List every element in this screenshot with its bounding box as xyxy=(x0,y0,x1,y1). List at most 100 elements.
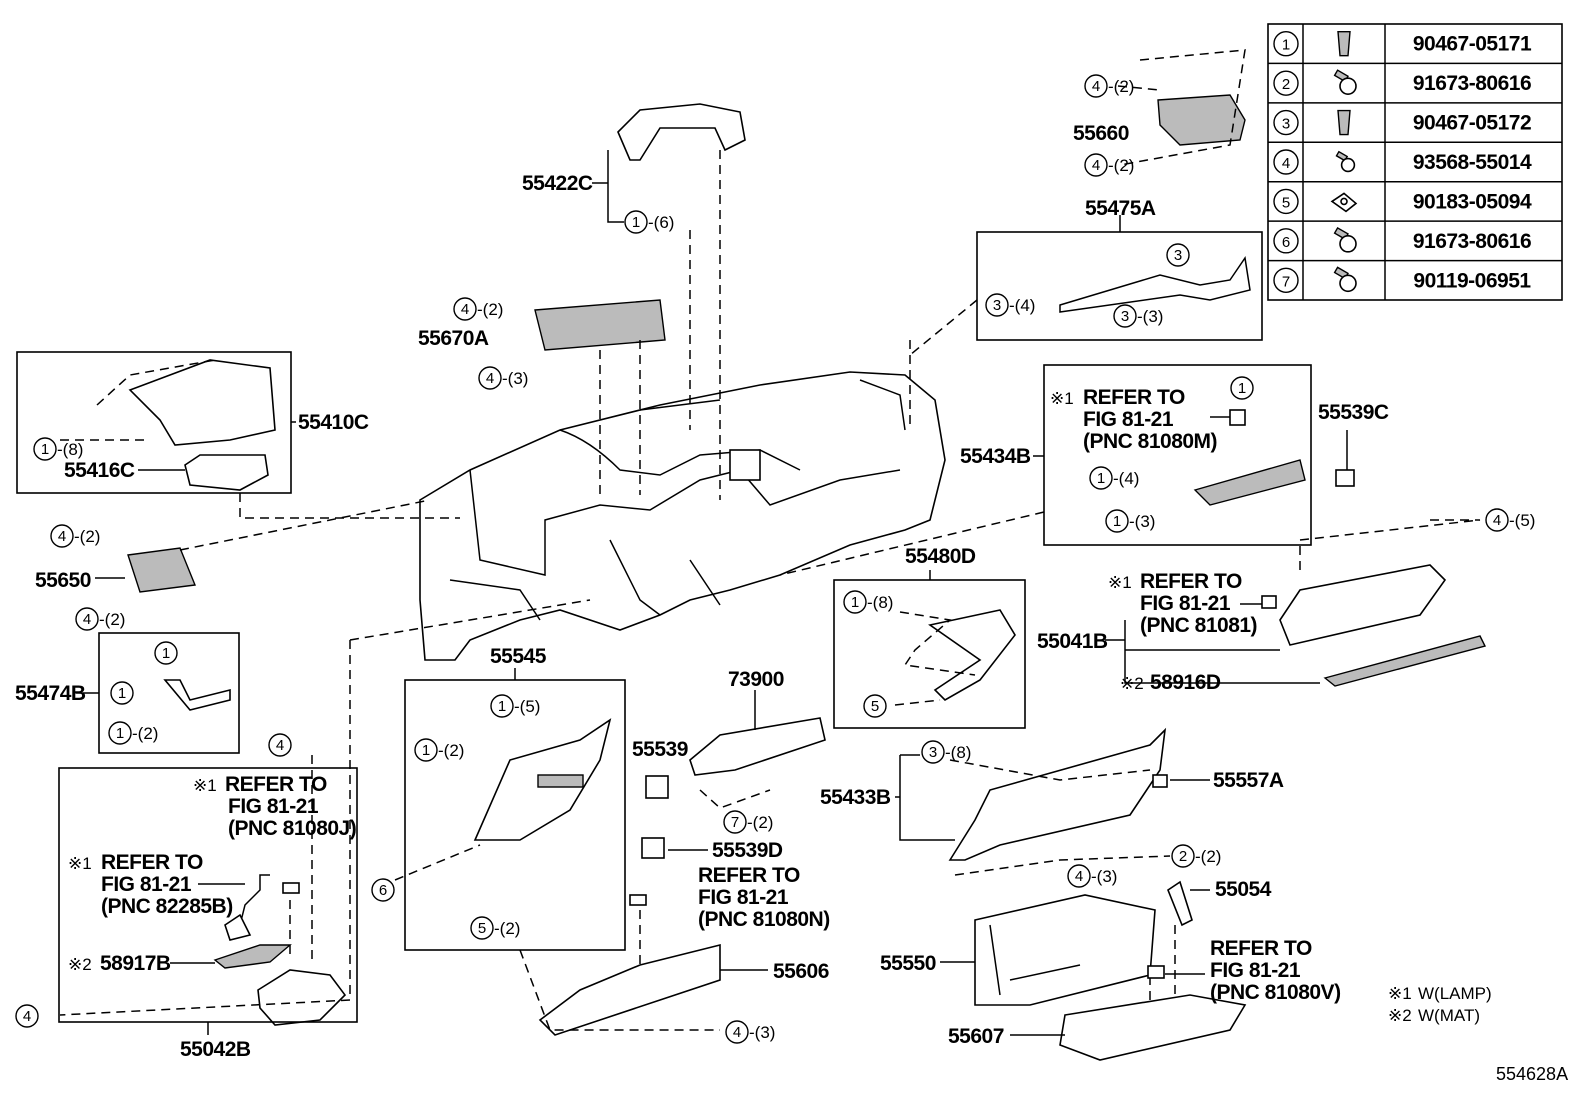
callout-number: 3 xyxy=(1121,308,1129,325)
callout[interactable]: 4-(5) xyxy=(1485,508,1535,532)
part-number[interactable]: 90183-05094 xyxy=(1413,190,1533,213)
callout[interactable]: 4-(2) xyxy=(1084,153,1134,177)
part-number[interactable]: 93568-55014 xyxy=(1413,151,1533,174)
row-number: 5 xyxy=(1282,194,1290,211)
callout[interactable]: 4-(3) xyxy=(1067,864,1117,888)
part-label-55041B[interactable]: 55041B xyxy=(1037,630,1108,653)
callout-qty: -(2) xyxy=(1108,156,1134,175)
ref-line[interactable]: FIG 81-21 xyxy=(228,795,319,818)
callout[interactable]: 5 xyxy=(863,694,887,718)
part-label-55545[interactable]: 55545 xyxy=(490,645,547,668)
part-label-55550[interactable]: 55550 xyxy=(880,952,936,975)
callout[interactable]: 4 xyxy=(15,1004,39,1028)
part-illustrations xyxy=(127,94,1487,1061)
callout-qty: -(3) xyxy=(502,369,528,388)
callout[interactable]: 4-(2) xyxy=(453,297,503,321)
callout[interactable]: 3-(8) xyxy=(921,740,971,764)
part-label-55416C[interactable]: 55416C xyxy=(64,459,135,482)
callout[interactable]: 1 xyxy=(1230,376,1254,400)
callout-number: 5 xyxy=(478,920,486,937)
part-label-55539[interactable]: 55539 xyxy=(632,738,688,761)
callout[interactable]: 4-(3) xyxy=(478,366,528,390)
callout[interactable]: 2-(2) xyxy=(1171,844,1221,868)
part-label-55539D[interactable]: 55539D xyxy=(712,839,783,862)
ref-mark: ※1 xyxy=(193,776,217,795)
callout[interactable]: 4-(2) xyxy=(50,524,100,548)
part-number[interactable]: 90467-05172 xyxy=(1413,112,1532,135)
part-label-55475A[interactable]: 55475A xyxy=(1085,197,1156,220)
callout-number: 1 xyxy=(1113,513,1121,530)
part-label-55607[interactable]: 55607 xyxy=(948,1025,1004,1048)
callout[interactable]: 6 xyxy=(371,878,395,902)
ref-line[interactable]: FIG 81-21 xyxy=(1210,959,1301,982)
part-label-58916D[interactable]: 58916D xyxy=(1150,671,1221,694)
callout[interactable]: 1-(4) xyxy=(1089,466,1139,490)
callout[interactable]: 1-(8) xyxy=(33,437,83,461)
callout[interactable]: 1 xyxy=(154,641,178,665)
ref-line: REFER TO xyxy=(101,851,203,874)
callout[interactable]: 1-(2) xyxy=(108,721,158,745)
callout[interactable]: 1-(6) xyxy=(624,210,674,234)
part-label-55042B[interactable]: 55042B xyxy=(180,1038,251,1061)
callout-circle xyxy=(843,590,867,614)
row-number-circle xyxy=(1273,267,1299,293)
callout-number: 1 xyxy=(1238,380,1246,397)
part-label-55660[interactable]: 55660 xyxy=(1073,122,1129,145)
callout[interactable]: 1-(2) xyxy=(414,738,464,762)
part-number[interactable]: 90119-06951 xyxy=(1413,269,1531,292)
note-text: W(LAMP) xyxy=(1418,984,1492,1003)
part-label-55054[interactable]: 55054 xyxy=(1215,878,1272,901)
callout[interactable]: 7-(2) xyxy=(723,810,773,834)
note-mark: ※2 xyxy=(1388,1006,1412,1025)
part-label-58917B[interactable]: 58917B xyxy=(100,952,171,975)
callout[interactable]: 4 xyxy=(268,733,292,757)
part-number[interactable]: 91673-80616 xyxy=(1413,230,1532,253)
callout[interactable]: 1-(8) xyxy=(843,590,893,614)
table-row: 5 90183-05094 xyxy=(1273,188,1533,215)
callout-qty: -(2) xyxy=(1108,77,1134,96)
callout-number: 1 xyxy=(118,685,126,702)
note-text: W(MAT) xyxy=(1418,1006,1480,1025)
callout-qty: -(8) xyxy=(945,743,971,762)
part-label-55480D[interactable]: 55480D xyxy=(905,545,976,568)
ref-line: REFER TO xyxy=(698,864,800,887)
instrument-panel-illustration xyxy=(419,371,946,661)
callout-number: 4 xyxy=(461,301,469,318)
callout[interactable]: 1-(5) xyxy=(490,694,540,718)
ref-line: (PNC 82285B) xyxy=(101,895,233,918)
part-number[interactable]: 91673-80616 xyxy=(1413,72,1532,95)
callout[interactable]: 5-(2) xyxy=(470,916,520,940)
part-label-55670A[interactable]: 55670A xyxy=(418,327,489,350)
callout[interactable]: 4-(3) xyxy=(725,1020,775,1044)
callout[interactable]: 3 xyxy=(1166,243,1190,267)
part-label-55539C[interactable]: 55539C xyxy=(1318,401,1389,424)
callout-number: 2 xyxy=(1179,848,1187,865)
callout[interactable]: 4-(2) xyxy=(75,607,125,631)
ref-line[interactable]: FIG 81-21 xyxy=(1140,592,1231,615)
callout[interactable]: 1 xyxy=(110,681,134,705)
ref-line[interactable]: FIG 81-21 xyxy=(1083,408,1174,431)
callout-number: 6 xyxy=(379,882,387,899)
callout-qty: -(2) xyxy=(99,610,125,629)
callout[interactable]: 3-(3) xyxy=(1113,304,1163,328)
part-label-55650[interactable]: 55650 xyxy=(35,569,91,592)
part-label-55422C[interactable]: 55422C xyxy=(522,172,593,195)
part-label-55606[interactable]: 55606 xyxy=(773,960,829,983)
part-label-55474B[interactable]: 55474B xyxy=(15,682,86,705)
part-label-73900[interactable]: 73900 xyxy=(728,668,784,691)
callout[interactable]: 1-(3) xyxy=(1105,509,1155,533)
ref-line[interactable]: FIG 81-21 xyxy=(698,886,789,909)
part-label-55410C[interactable]: 55410C xyxy=(298,411,369,434)
part-label-55434B[interactable]: 55434B xyxy=(960,445,1031,468)
callout[interactable]: 4-(2) xyxy=(1084,74,1134,98)
callout[interactable]: 3-(4) xyxy=(985,293,1035,317)
callout-qty: -(3) xyxy=(749,1023,775,1042)
ref-line: REFER TO xyxy=(1210,937,1312,960)
ref-line[interactable]: FIG 81-21 xyxy=(101,873,192,896)
part-number[interactable]: 90467-05171 xyxy=(1413,33,1533,56)
part-label-55557A[interactable]: 55557A xyxy=(1213,769,1284,792)
part-label-55433B[interactable]: 55433B xyxy=(820,786,891,809)
